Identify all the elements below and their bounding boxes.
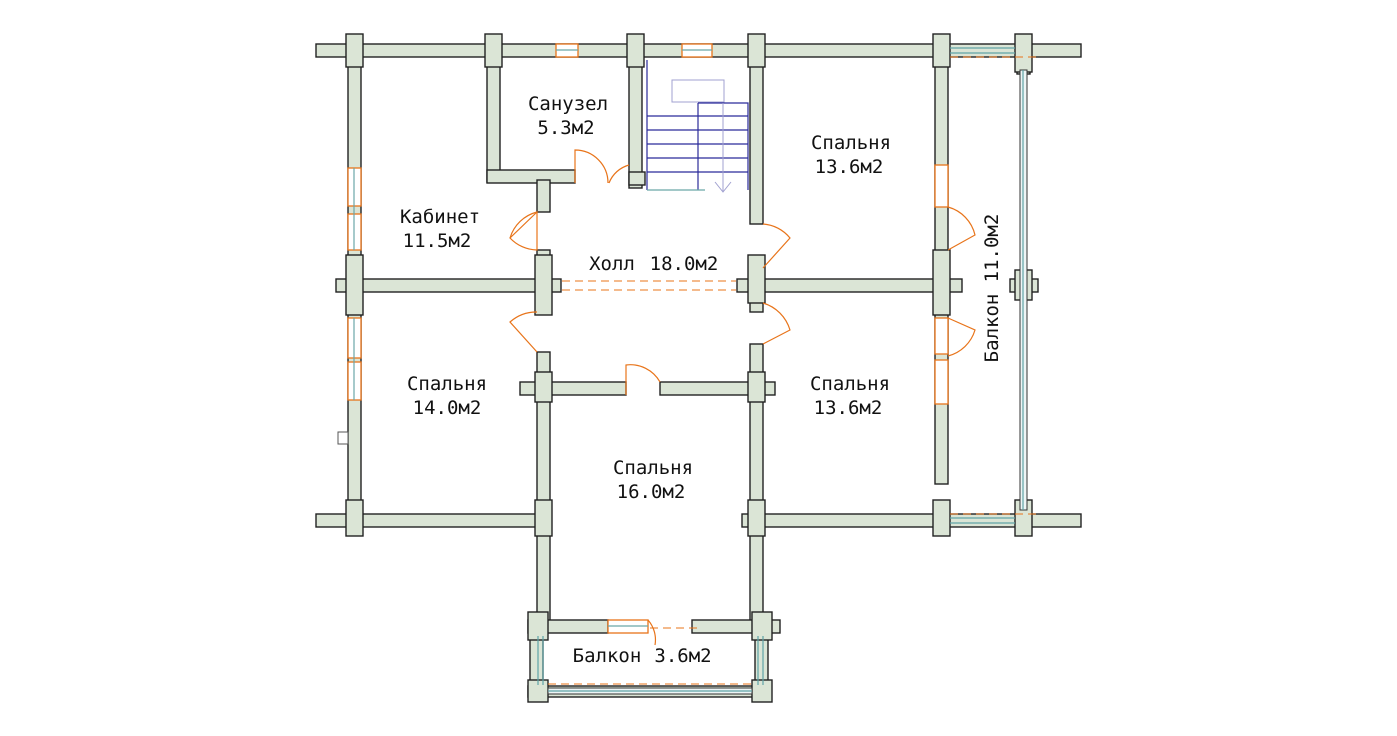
room-area: 3.6м2 [654, 645, 711, 667]
room-label-office: Кабинет 11.5м2 [400, 206, 480, 252]
room-name: Спальня [407, 373, 487, 395]
room-area: 11.0м2 [981, 214, 1003, 283]
room-name: Балкон [573, 645, 642, 667]
room-label-bedroom-ne: Спальня 13.6м2 [811, 132, 891, 178]
room-area: 18.0м2 [650, 253, 719, 275]
wall-posts [337, 33, 1033, 703]
doors [509, 149, 976, 646]
room-name: Кабинет [400, 206, 480, 228]
room-label-balcony-s: Балкон 3.6м2 [573, 645, 712, 667]
room-name: Спальня [811, 132, 891, 154]
room-label-wc: Санузел 5.3м2 [528, 93, 608, 139]
room-label-balcony-e: Балкон 11.0м2 [981, 214, 1003, 363]
balcony-railing-east [950, 47, 1040, 524]
room-name: Спальня [613, 457, 693, 479]
windows [347, 43, 949, 634]
room-area: 16.0м2 [617, 481, 686, 503]
room-label-bedroom-s: Спальня 16.0м2 [613, 457, 693, 503]
room-area: 14.0м2 [413, 397, 482, 419]
room-name: Холл [589, 253, 635, 275]
room-label-bedroom-w: Спальня 14.0м2 [407, 373, 487, 419]
room-area: 11.5м2 [403, 230, 472, 252]
room-label-bedroom-e: Спальня 13.6м2 [810, 373, 890, 419]
room-area: 13.6м2 [814, 397, 883, 419]
room-name: Спальня [810, 373, 890, 395]
balcony-railing-south [537, 627, 764, 695]
staircase [637, 60, 749, 193]
room-area: 13.6м2 [815, 156, 884, 178]
room-name: Балкон [981, 294, 1003, 363]
room-area: 5.3м2 [537, 117, 594, 139]
room-name: Санузел [528, 93, 608, 115]
room-label-hall: Холл 18.0м2 [589, 253, 718, 275]
